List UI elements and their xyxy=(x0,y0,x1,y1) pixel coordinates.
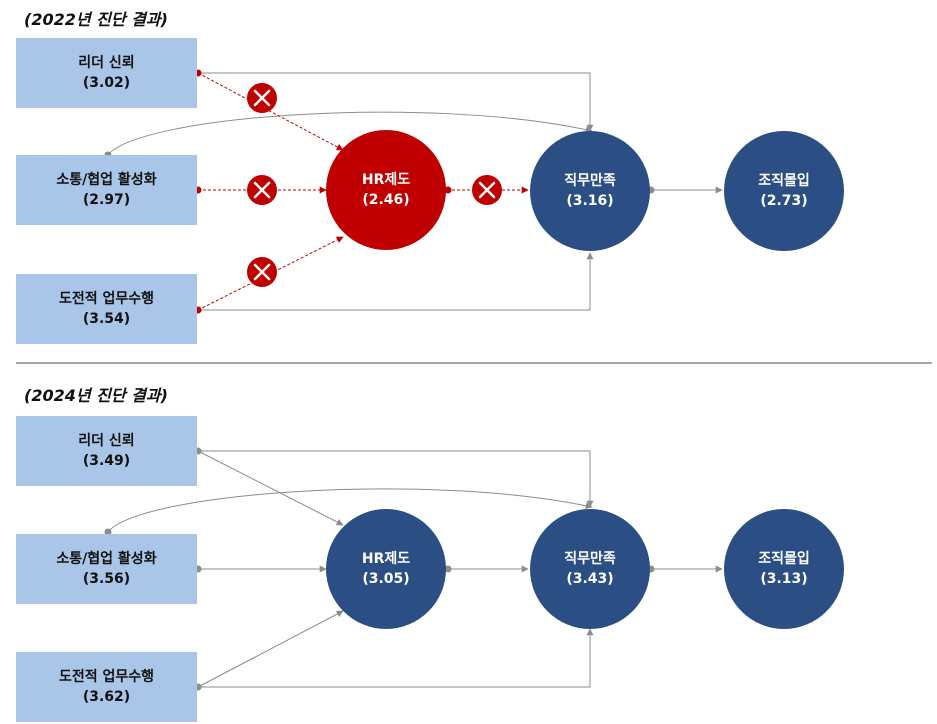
node-org-commitment: 조직몰입 (3.13) xyxy=(724,509,844,629)
section-title-2022: (2022년 진단 결과) xyxy=(24,10,168,29)
factor-box-communication: 소통/협업 활성화 (3.56) xyxy=(16,534,197,604)
path-leader-to-jobsat-2022 xyxy=(198,72,594,132)
path-leader-to-hr-2024 xyxy=(197,450,344,526)
node-hr-system: HR제도 (2.46) xyxy=(326,130,446,250)
factor-box-challenge: 도전적 업무수행 (3.54) xyxy=(16,274,197,344)
factor-label: 도전적 업무수행 xyxy=(58,669,155,685)
factor-score: (3.02) xyxy=(82,75,131,91)
node-score: (3.13) xyxy=(760,571,808,587)
node-score: (3.43) xyxy=(566,571,614,587)
path-challenge-to-jobsat-2022 xyxy=(198,252,594,311)
factor-box-leader-trust: 리더 신뢰 (3.49) xyxy=(16,416,197,486)
factor-box-communication: 소통/협업 활성화 (2.97) xyxy=(16,155,197,225)
node-label: 조직몰입 xyxy=(758,551,810,567)
path-comm-to-jobsat-2022 xyxy=(107,111,593,156)
rejected-x-icon xyxy=(247,257,277,287)
path-challenge-to-hr-2024 xyxy=(197,610,344,688)
node-score: (2.46) xyxy=(362,192,410,208)
section-divider xyxy=(16,362,932,364)
path-dot xyxy=(444,186,452,194)
factor-score: (2.97) xyxy=(82,192,131,208)
factor-box-challenge: 도전적 업무수행 (3.62) xyxy=(16,652,197,722)
section-title-2024: (2024년 진단 결과) xyxy=(24,386,168,405)
factor-label: 도전적 업무수행 xyxy=(58,291,155,307)
factor-label: 소통/협업 활성화 xyxy=(56,172,157,188)
path-dot xyxy=(444,565,452,573)
node-label: HR제도 xyxy=(361,172,411,188)
node-score: (2.73) xyxy=(760,193,808,209)
path-comm-to-jobsat-2024 xyxy=(107,488,593,533)
node-label: HR제도 xyxy=(361,551,411,567)
node-label: 직무만족 xyxy=(564,551,616,567)
node-label: 직무만족 xyxy=(564,173,616,189)
factor-score: (3.56) xyxy=(82,571,131,587)
factor-label: 소통/협업 활성화 xyxy=(56,551,157,567)
factor-label: 리더 신뢰 xyxy=(78,55,135,71)
node-hr-system: HR제도 (3.05) xyxy=(326,509,446,629)
node-score: (3.16) xyxy=(566,193,614,209)
path-leader-to-jobsat-2024 xyxy=(198,450,594,508)
node-org-commitment: 조직몰입 (2.73) xyxy=(724,131,844,251)
rejected-x-icon xyxy=(472,175,502,205)
node-job-satisfaction: 직무만족 (3.43) xyxy=(530,509,650,629)
path-challenge-to-jobsat-2024 xyxy=(198,628,594,688)
node-score: (3.05) xyxy=(362,571,410,587)
rejected-x-icon xyxy=(247,175,277,205)
rejected-x-icon xyxy=(247,83,277,113)
factor-box-leader-trust: 리더 신뢰 (3.02) xyxy=(16,38,197,108)
node-job-satisfaction: 직무만족 (3.16) xyxy=(530,131,650,251)
node-label: 조직몰입 xyxy=(758,173,810,189)
factor-label: 리더 신뢰 xyxy=(78,433,135,449)
rejected-path-leader-to-hr-2022 xyxy=(197,72,344,151)
path-dot xyxy=(104,528,112,536)
factor-score: (3.49) xyxy=(82,453,131,469)
factor-score: (3.62) xyxy=(82,689,131,705)
factor-score: (3.54) xyxy=(82,311,131,327)
